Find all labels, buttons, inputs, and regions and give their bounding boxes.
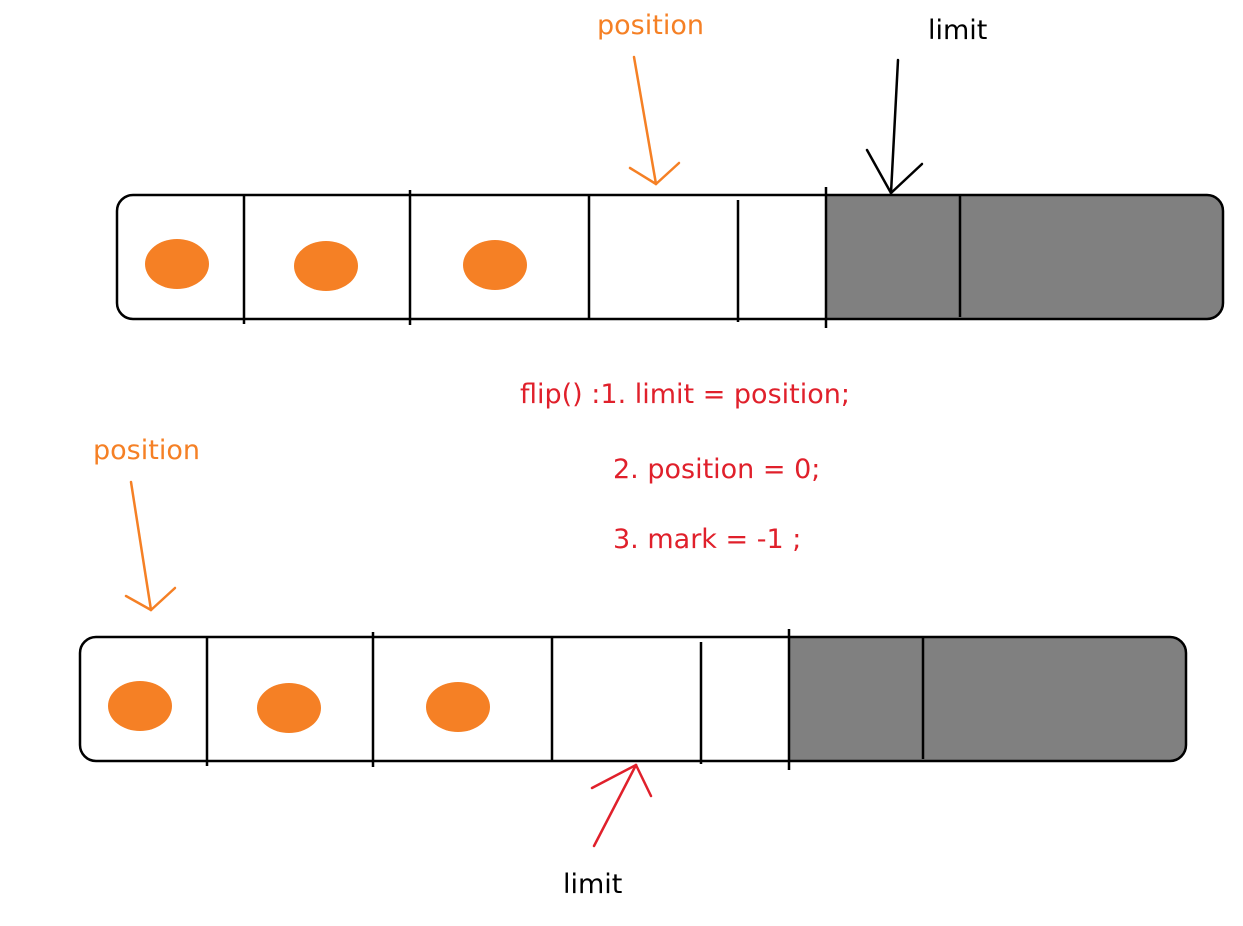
buffer-after-gray-region — [789, 637, 1186, 761]
limit-arrow-after — [590, 763, 653, 848]
limit-label-before: limit — [928, 15, 988, 46]
limit-label-after: limit — [563, 869, 623, 900]
position-label-after: position — [93, 435, 200, 466]
filled-element-dot — [108, 681, 172, 731]
filled-element-dot — [294, 241, 358, 291]
buffer-after-flip — [78, 629, 1188, 770]
position-label-before: position — [597, 10, 704, 41]
buffer-before-flip — [115, 187, 1225, 328]
position-arrow-before — [628, 55, 681, 186]
filled-element-dot — [145, 239, 209, 289]
buffer-before-outline — [115, 193, 1225, 321]
filled-element-dot — [426, 682, 490, 732]
flip-step-1: flip() :1. limit = position; — [520, 379, 850, 410]
buffer-after-outline — [78, 635, 1188, 763]
flip-step-3: 3. mark = -1 ; — [613, 524, 802, 555]
position-arrow-after — [124, 480, 177, 612]
flip-step-2: 2. position = 0; — [613, 454, 821, 485]
limit-arrow-before — [865, 58, 924, 195]
buffer-before-gray-region — [826, 195, 1223, 319]
filled-element-dot — [257, 683, 321, 733]
filled-element-dot — [463, 240, 527, 290]
